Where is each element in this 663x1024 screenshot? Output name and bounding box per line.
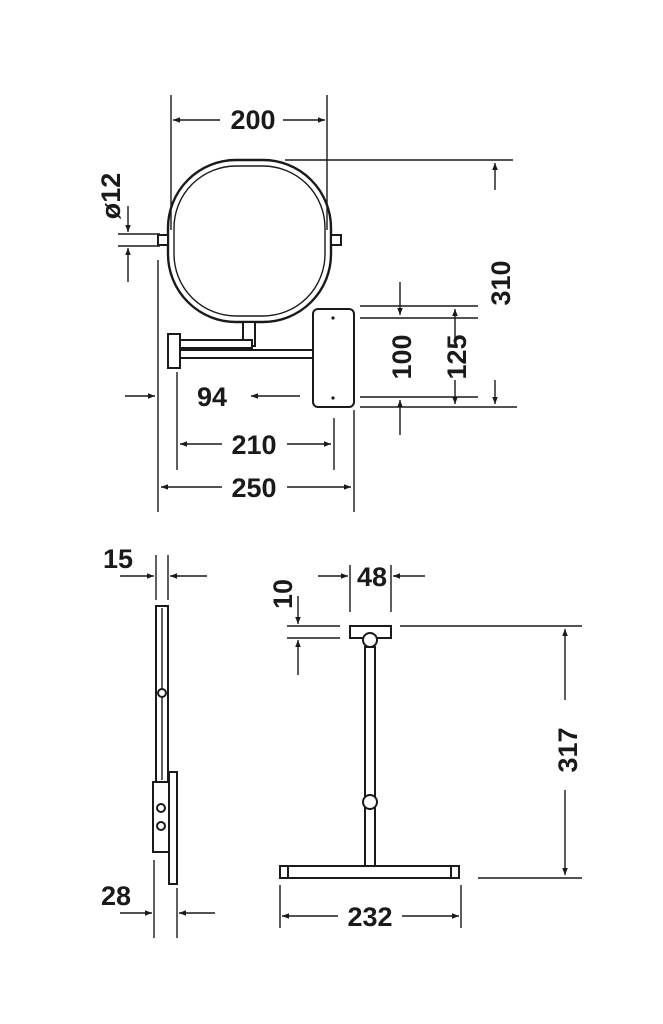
stand-top-pivot: [362, 632, 378, 648]
mirror-stand-view: 48 10 317 232: [268, 562, 583, 932]
plate-screw-top: [331, 316, 335, 320]
side-wall-plate: [168, 771, 178, 885]
side-pivot: [157, 688, 167, 698]
dim-arm-length: 210: [231, 430, 276, 460]
dim-stand-pivot: 48: [357, 562, 387, 592]
wall-plate: [312, 308, 355, 408]
pivot-right: [330, 234, 342, 246]
dim-wall-offset: 94: [197, 382, 227, 412]
pivot-left: [157, 234, 169, 246]
dim-stand-base-width: 232: [347, 902, 392, 932]
side-arm-joint-2: [156, 821, 166, 831]
dim-top-width: 200: [230, 105, 275, 135]
dim-stand-height: 317: [553, 727, 583, 772]
arm-bar-upper: [179, 339, 253, 349]
dim-overall-length: 250: [231, 473, 276, 503]
stand-mid-pivot: [362, 794, 378, 810]
arm-bar-lower: [179, 349, 329, 359]
side-arm-block: [152, 781, 170, 853]
stand-base-cap-right: [450, 865, 460, 879]
dim-stand-top: 10: [268, 579, 298, 609]
dim-plate-outer: 125: [442, 334, 472, 379]
stand-post: [364, 646, 376, 867]
plate-screw-bottom: [331, 396, 335, 400]
stand-base-cap-left: [279, 865, 289, 879]
mirror-glass: [173, 165, 326, 317]
dim-mirror-depth: 15: [103, 544, 133, 574]
dim-plate-depth: 28: [101, 881, 131, 911]
stand-base: [287, 865, 452, 879]
wall-mirror-front-view: 200 ø12 310 100 125 94 210 250: [96, 95, 517, 512]
dim-overall-height: 310: [486, 260, 516, 305]
wall-mirror-side-view: 15 28: [101, 544, 215, 938]
dim-pivot-diameter: ø12: [96, 173, 126, 220]
arm-left-knuckle: [167, 333, 181, 369]
dim-plate-inner: 100: [387, 334, 417, 379]
side-arm-joint-1: [156, 803, 166, 813]
